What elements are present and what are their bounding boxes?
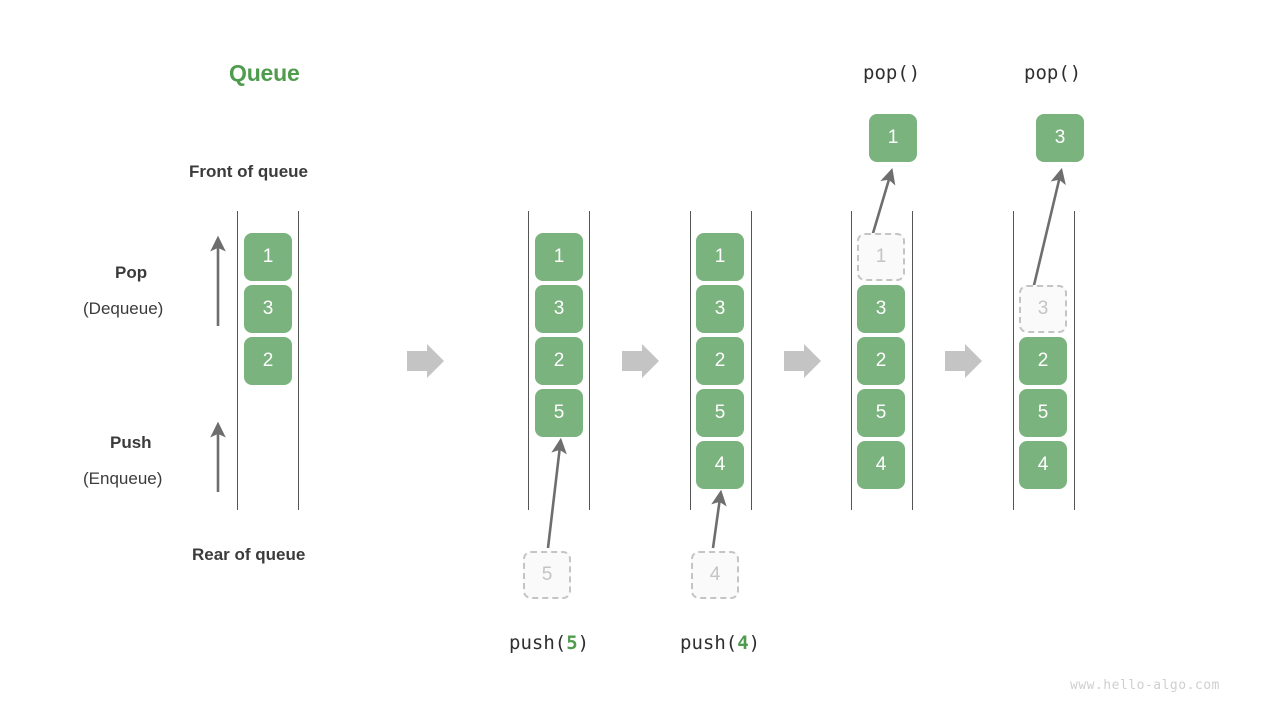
queue-node: 5 [1019, 389, 1067, 437]
pop-3-caption: pop() [1024, 62, 1082, 84]
queue-node: 5 [696, 389, 744, 437]
queue-node: 1 [535, 233, 583, 281]
pop-label: Pop [115, 263, 148, 282]
queue-node: 2 [857, 337, 905, 385]
rail-right [1074, 211, 1075, 510]
push-caption-value: 4 [737, 632, 749, 654]
step-arrow-4 [945, 344, 982, 378]
queue-node-new: 4 [696, 441, 744, 489]
removed-node-ghost: 3 [1019, 285, 1067, 333]
dequeue-label: (Dequeue) [83, 299, 164, 318]
push-caption-suffix: ) [577, 632, 590, 654]
pop-1-caption: pop() [863, 62, 921, 84]
rail-left [851, 211, 852, 510]
queue-node: 3 [244, 285, 292, 333]
queue-node: 2 [535, 337, 583, 385]
step-arrow-1 [407, 344, 444, 378]
popped-node: 1 [869, 114, 917, 162]
push-caption-value: 5 [566, 632, 578, 654]
queue-node: 2 [244, 337, 292, 385]
rail-right [298, 211, 299, 510]
push-5-arrow [546, 437, 567, 549]
rail-right [912, 211, 913, 510]
push-caption-prefix: push( [509, 632, 567, 654]
queue-node: 2 [696, 337, 744, 385]
queue-node: 4 [1019, 441, 1067, 489]
popped-node: 3 [1036, 114, 1084, 162]
pending-push-node: 4 [691, 551, 739, 599]
page-title: Queue [229, 60, 300, 86]
queue-node: 4 [857, 441, 905, 489]
rail-left [690, 211, 691, 510]
push-label: Push [110, 433, 152, 452]
step-arrow-3 [784, 344, 821, 378]
pending-push-node: 5 [523, 551, 571, 599]
queue-node: 1 [244, 233, 292, 281]
push-4-caption: push(4) [680, 632, 760, 654]
rear-of-queue-label: Rear of queue [192, 545, 306, 564]
removed-node-ghost: 1 [857, 233, 905, 281]
push-caption-suffix: ) [748, 632, 761, 654]
queue-node-new: 5 [535, 389, 583, 437]
step-arrow-2 [622, 344, 659, 378]
push-4-arrow [711, 489, 727, 549]
rail-left [237, 211, 238, 510]
front-of-queue-label: Front of queue [189, 162, 308, 181]
queue-node: 1 [696, 233, 744, 281]
rail-left [1013, 211, 1014, 510]
queue-node: 3 [535, 285, 583, 333]
queue-node: 3 [857, 285, 905, 333]
queue-node: 3 [696, 285, 744, 333]
queue-node: 2 [1019, 337, 1067, 385]
push-caption-prefix: push( [680, 632, 738, 654]
enqueue-label: (Enqueue) [83, 469, 163, 488]
queue-node: 5 [857, 389, 905, 437]
push-5-caption: push(5) [509, 632, 589, 654]
rail-right [589, 211, 590, 510]
rail-right [751, 211, 752, 510]
rail-left [528, 211, 529, 510]
pop-3-arrow [1028, 167, 1066, 303]
watermark: www.hello-algo.com [1070, 678, 1220, 693]
